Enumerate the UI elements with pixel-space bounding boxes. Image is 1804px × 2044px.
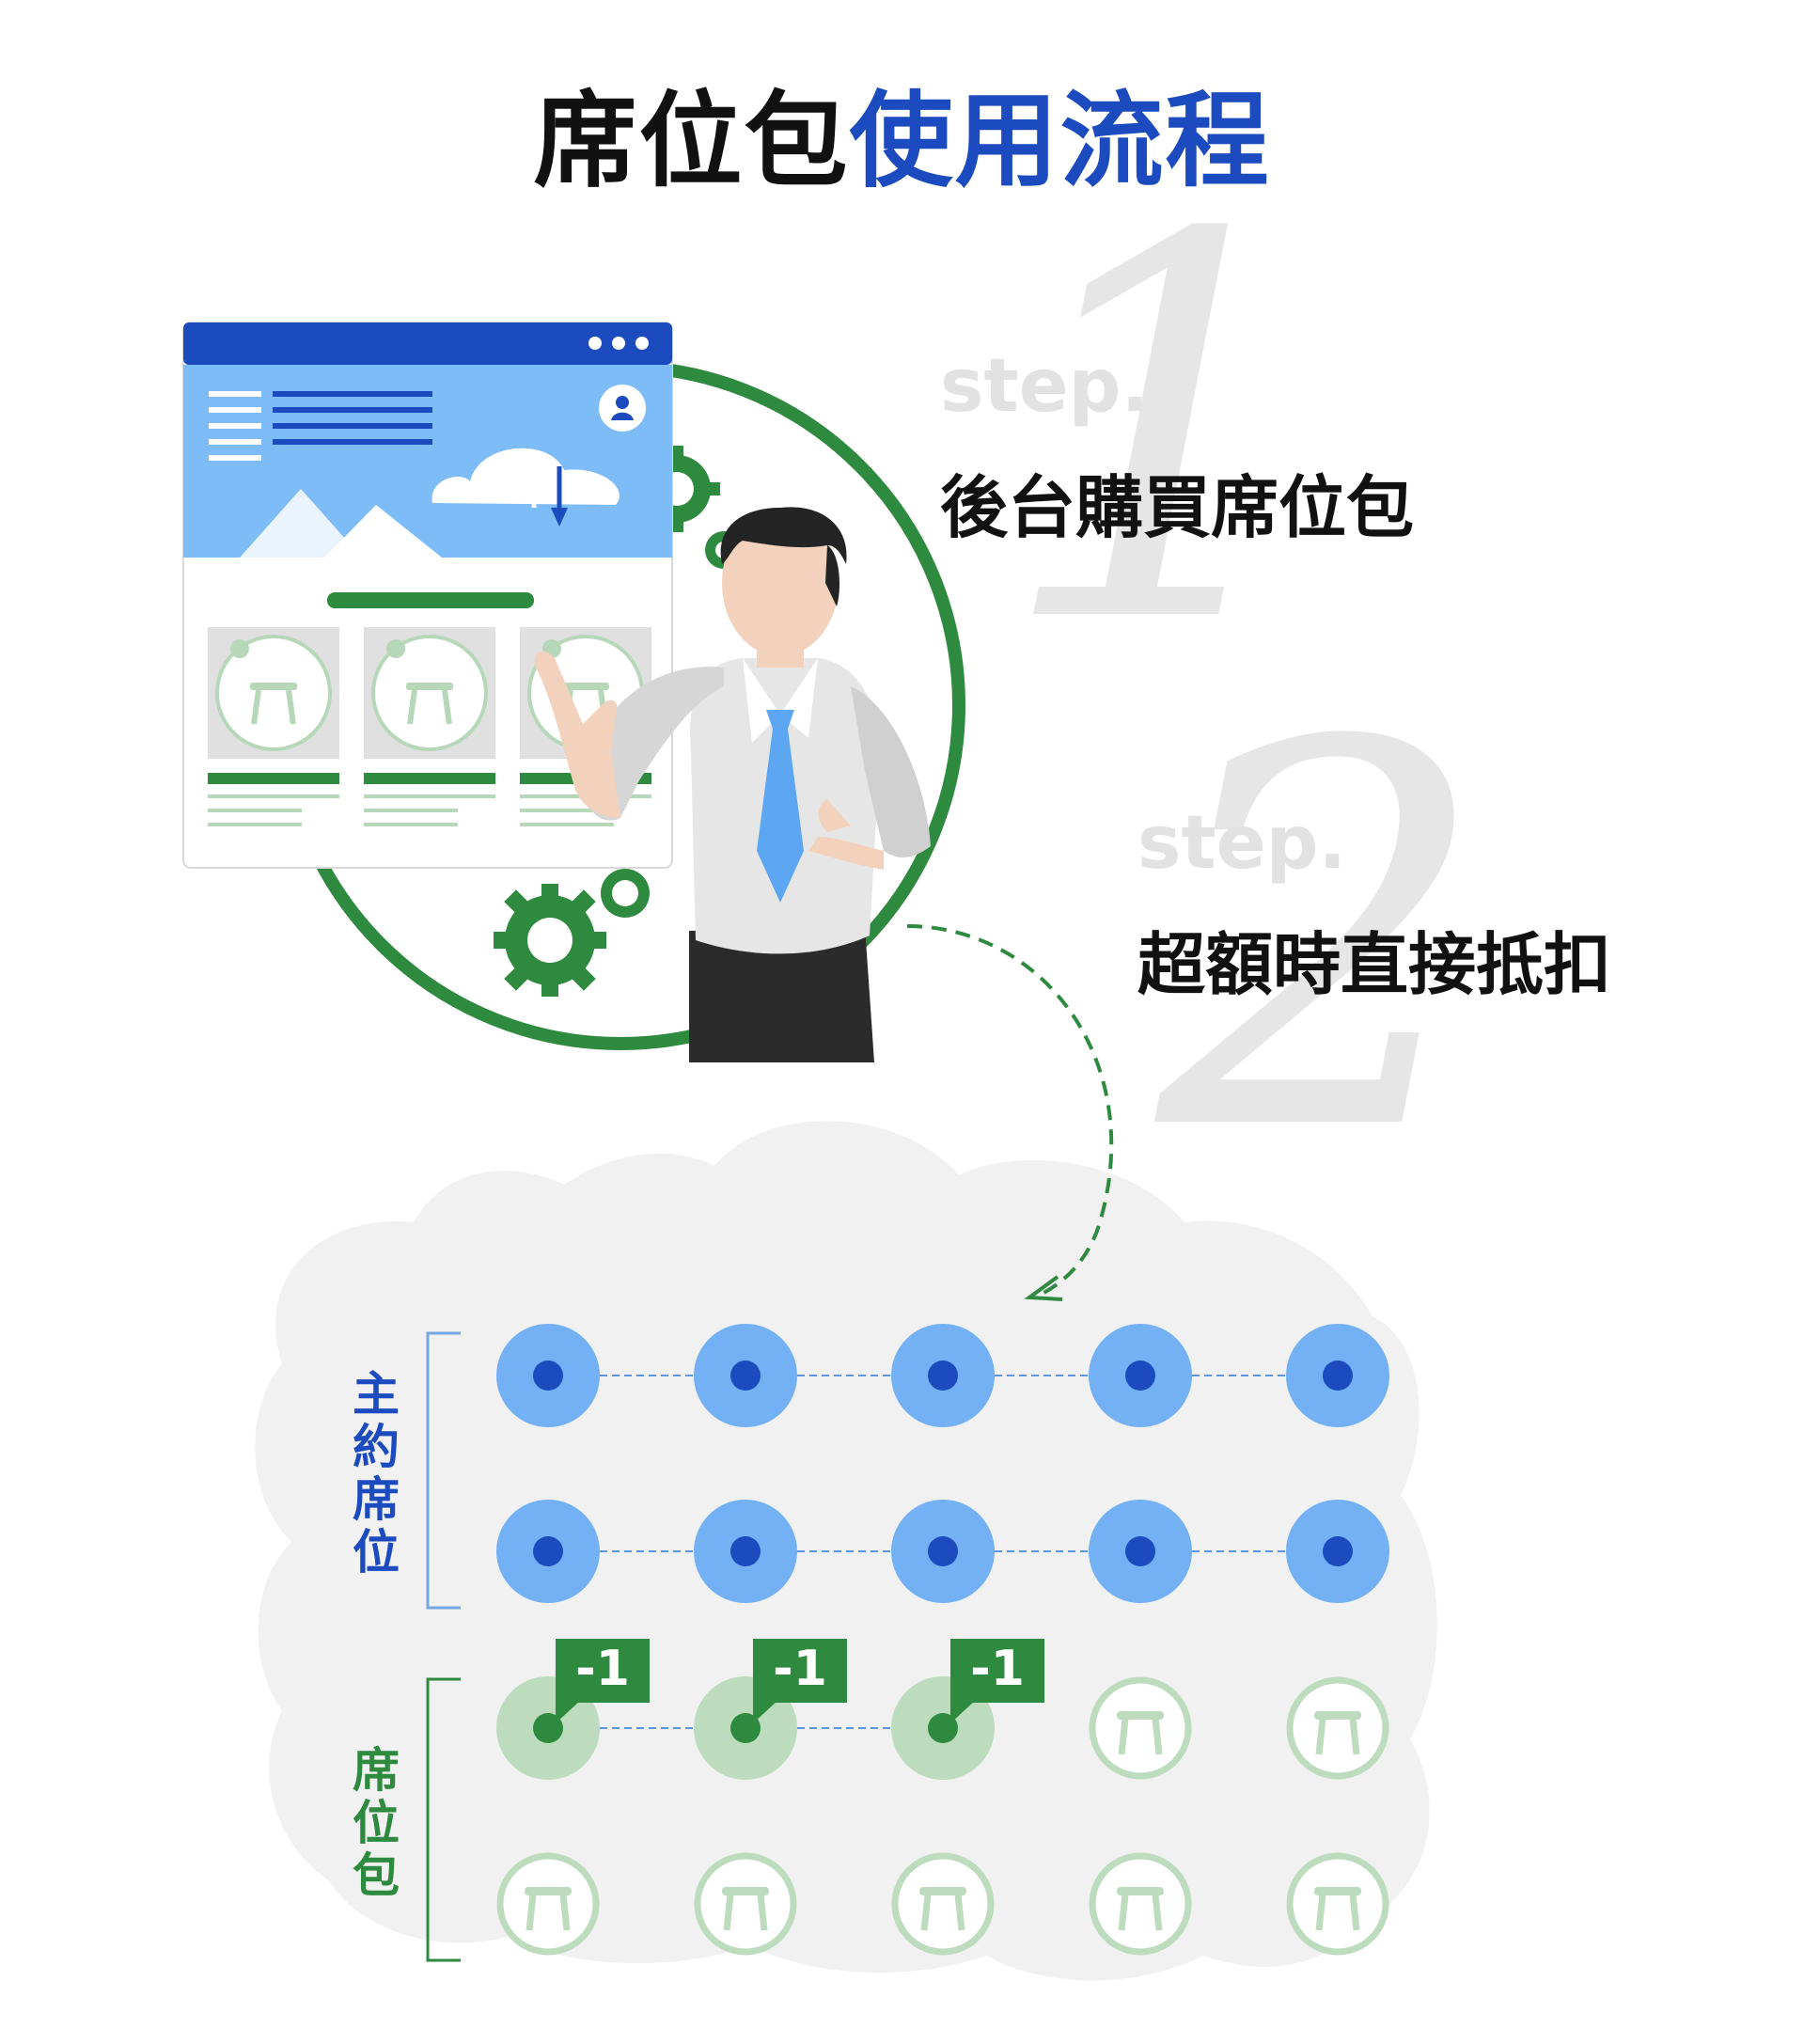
chair-icon — [919, 1887, 966, 1895]
main-seat-dot — [533, 1536, 563, 1566]
user-avatar-icon — [599, 385, 646, 432]
main-seat-dot — [1323, 1536, 1353, 1566]
deduction-badge-pointer — [950, 1700, 976, 1723]
available-pack-seat — [1089, 1852, 1192, 1956]
step-1-big-number: 1 — [996, 126, 1332, 739]
deduction-badge-pointer — [753, 1700, 778, 1723]
gear-icon — [494, 884, 606, 997]
deduction-badge — [950, 1639, 1044, 1703]
chair-icon — [1117, 1711, 1164, 1720]
deduction-badge-text: -1 — [773, 1641, 827, 1697]
chair-icon-legs — [723, 1894, 768, 1931]
chair-icon — [1117, 1887, 1164, 1895]
browser-window — [182, 322, 673, 869]
seat-pack-label: 席位包 — [353, 1743, 400, 1903]
seat-grid: -1 -1 -1 — [496, 1324, 1389, 1956]
window-dot — [612, 337, 625, 350]
deduction-badge — [556, 1639, 650, 1703]
main-seat-dot — [1323, 1360, 1353, 1391]
deduction-badge-text: -1 — [970, 1641, 1025, 1697]
step-2-label: step. — [1137, 801, 1347, 886]
title-part2: 使用流程 — [849, 81, 1271, 201]
main-seat-dot — [533, 1360, 563, 1391]
window-dot — [635, 337, 649, 350]
chair-icon-legs — [920, 1894, 965, 1931]
chair-icon-legs — [1315, 1718, 1360, 1755]
chair-icon — [722, 1887, 769, 1895]
main-seat-dot — [928, 1360, 958, 1391]
main-seat-dot — [1125, 1536, 1155, 1566]
chair-icon — [525, 1887, 572, 1895]
main-seat-dot — [730, 1360, 761, 1391]
deduction-badge-pointer — [556, 1700, 581, 1723]
step-2-text: 超額時直接抵扣 — [1137, 925, 1612, 1004]
chair-icon-legs — [1315, 1894, 1360, 1931]
main-seats-bracket — [426, 1331, 461, 1610]
product-card — [208, 627, 339, 826]
chair-icon-legs — [1118, 1894, 1163, 1931]
available-pack-seat — [891, 1852, 995, 1956]
gear-icon — [601, 869, 650, 918]
step-1-label: step. — [940, 344, 1150, 429]
main-seat-dot — [928, 1536, 958, 1566]
deduction-badge — [753, 1639, 847, 1703]
step-2-big-number: 2 — [1156, 634, 1492, 1247]
available-pack-seat — [1089, 1676, 1192, 1780]
available-pack-seat — [496, 1852, 600, 1956]
step-1-text: 後台購買席位包 — [940, 468, 1415, 547]
deduction-badge-text: -1 — [575, 1641, 630, 1697]
pack-seats-bracket — [426, 1677, 461, 1962]
title-part1: 席位包 — [533, 81, 850, 201]
product-card — [364, 627, 495, 826]
cloud-sync-icon — [431, 448, 620, 527]
chair-icon — [1314, 1711, 1361, 1720]
available-pack-seat — [1286, 1676, 1389, 1780]
chair-icon-legs — [526, 1894, 571, 1931]
businessman-figure — [535, 507, 931, 1062]
available-pack-seat — [694, 1852, 797, 1956]
window-dot — [588, 337, 602, 350]
available-pack-seat — [1286, 1852, 1389, 1956]
chair-icon — [1314, 1887, 1361, 1895]
page-title: 席位包使用流程 — [0, 89, 1804, 193]
main-seat-dot — [1125, 1360, 1155, 1391]
main-seat-dot — [730, 1536, 761, 1566]
chair-icon-legs — [1118, 1718, 1163, 1755]
main-seats-label: 主約席位 — [353, 1367, 400, 1580]
